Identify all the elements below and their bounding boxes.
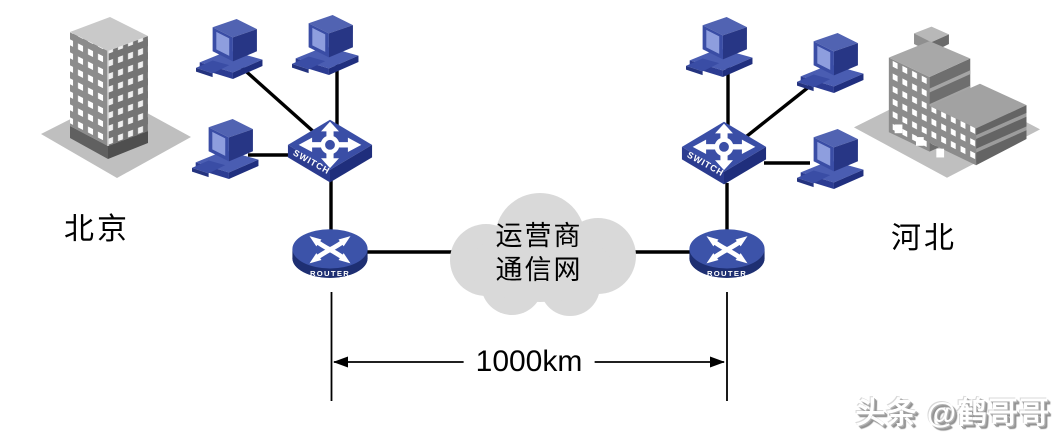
computer-icon: [686, 14, 758, 79]
computer-icon: [797, 126, 869, 191]
computer-icon: [292, 12, 364, 77]
cloud-label-line1: 运营商: [495, 221, 583, 251]
site-label-hebei: 河北: [891, 222, 957, 255]
switch-icon: SWITCH: [285, 118, 375, 186]
router-label: ROUTER: [310, 269, 350, 278]
router-icon: ROUTER: [289, 223, 371, 285]
watermark-text: 头条 @鹤哥哥: [855, 397, 1050, 430]
building-beijing-icon: [41, 17, 191, 178]
computer-icon: [797, 30, 869, 95]
router-label: ROUTER: [707, 269, 747, 278]
cloud-icon: [450, 193, 636, 316]
site-label-beijing: 北京: [64, 213, 130, 246]
building-hebei-icon: [853, 26, 1041, 178]
cloud-label-line2: 通信网: [495, 255, 583, 285]
computer-icon: [196, 16, 268, 81]
arrowhead-right-icon: [710, 356, 725, 368]
switch-icon: SWITCH: [679, 120, 769, 188]
computer-icon: [192, 116, 264, 181]
arrowhead-left-icon: [333, 356, 348, 368]
router-icon: ROUTER: [686, 223, 768, 285]
distance-label: 1000km: [463, 345, 595, 379]
cloud-label: 运营商 通信网: [449, 219, 629, 287]
